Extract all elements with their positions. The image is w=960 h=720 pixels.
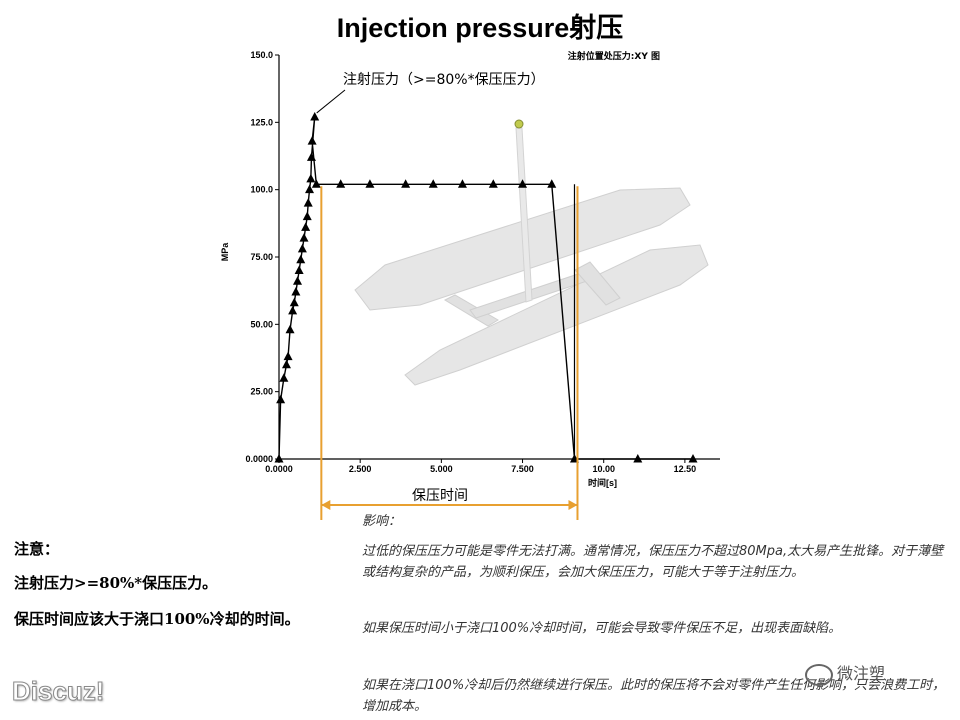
note-line-1: 注射压力>=80%*保压压力。 (14, 574, 218, 592)
impact-paragraph-2: 如果保压时间小于浇口100%冷却时间，可能会导致零件保压不足，出现表面缺陷。 (362, 621, 842, 636)
data-point-marker (291, 287, 301, 296)
data-point-marker (688, 454, 698, 463)
impact-paragraph-3: 如果在浇口100%冷却后仍然继续进行保压。此时的保压将不会对零件产生任何影响，只… (362, 678, 946, 714)
x-tick-label: 7.500 (511, 464, 534, 474)
data-point-marker (547, 179, 557, 188)
y-tick-label: 25.00 (250, 387, 273, 397)
holding-time-bracket (320, 186, 579, 520)
slide-title: Injection pressure射压 (336, 13, 624, 43)
data-point-marker (306, 173, 316, 183)
data-point-marker (311, 179, 321, 188)
data-point-marker (428, 179, 438, 188)
y-tick-group: 0.0000 25.00 50.00 75.00 100.0 125.0 150.0 (245, 50, 279, 464)
x-tick-label: 2.500 (349, 464, 372, 474)
plot-title: 注射位置处压力:XY 图 (568, 50, 660, 62)
data-point-marker (633, 454, 643, 463)
data-point-marker (303, 198, 313, 207)
y-axis-label: MPa (220, 242, 230, 262)
x-axis-label: 时间[s] (588, 477, 617, 488)
data-point-marker (518, 179, 528, 188)
y-tick-label: 75.00 (250, 252, 273, 262)
y-tick-label: 0.0000 (245, 454, 273, 464)
wechat-icon (805, 663, 833, 686)
data-point-marker (457, 179, 467, 188)
data-point-marker (365, 179, 375, 188)
hold-arrow-right (568, 500, 578, 510)
data-point-marker (288, 305, 298, 315)
impact-heading: 影响： (362, 514, 402, 529)
data-point-marker (279, 373, 289, 382)
wechat-label: 微注塑 (837, 664, 886, 683)
data-point-marker (281, 359, 291, 369)
injection-pressure-annotation: 注射压力（>=80%*保压压力） (343, 72, 545, 88)
data-point-marker (285, 324, 295, 334)
data-point-marker (299, 233, 309, 242)
x-tick-label: 10.00 (592, 464, 615, 474)
data-point-marker (488, 179, 498, 188)
holding-time-label: 保压时间 (412, 488, 468, 504)
data-point-marker (306, 152, 316, 161)
data-point-marker (293, 276, 303, 285)
x-tick-label: 5.000 (430, 464, 453, 474)
annotation-arrow (316, 89, 346, 114)
marker-group (274, 111, 698, 463)
data-point-marker (307, 136, 317, 145)
y-tick-label: 100.0 (250, 185, 273, 195)
data-point-marker (289, 297, 299, 307)
data-point-marker (296, 254, 306, 264)
peak-point-marker (310, 111, 320, 121)
note-heading: 注意： (14, 540, 60, 558)
x-tick-label: 12.50 (674, 464, 697, 474)
data-point-marker (294, 265, 304, 274)
data-point-marker (274, 454, 284, 463)
part-render-image (354, 119, 709, 386)
hold-arrow-left (321, 500, 331, 510)
wechat-watermark: 微注塑 (805, 660, 885, 686)
y-tick-label: 150.0 (250, 50, 273, 60)
discuz-watermark: Discuz! (11, 676, 105, 707)
x-tick-group: 0.0000 2.500 5.000 7.500 10.00 12.50 (265, 459, 696, 474)
data-point-marker (302, 211, 312, 221)
data-point-marker (401, 179, 411, 188)
note-line-2: 保压时间应该大于浇口100%冷却的时间。 (14, 610, 300, 628)
y-tick-label: 50.00 (250, 319, 273, 329)
data-point-marker (283, 351, 293, 361)
data-point-marker (336, 179, 346, 188)
x-tick-label: 0.0000 (265, 464, 293, 474)
data-point-marker (276, 394, 286, 404)
impact-paragraph-1: 过低的保压压力可能是零件无法打满。通常情况，保压压力不超过80Mpa,太大易产生… (362, 544, 944, 580)
data-point-marker (301, 222, 311, 231)
data-point-marker (305, 184, 315, 194)
pressure-curve (278, 116, 693, 460)
data-point-marker (297, 243, 307, 253)
y-tick-label: 125.0 (250, 117, 273, 127)
